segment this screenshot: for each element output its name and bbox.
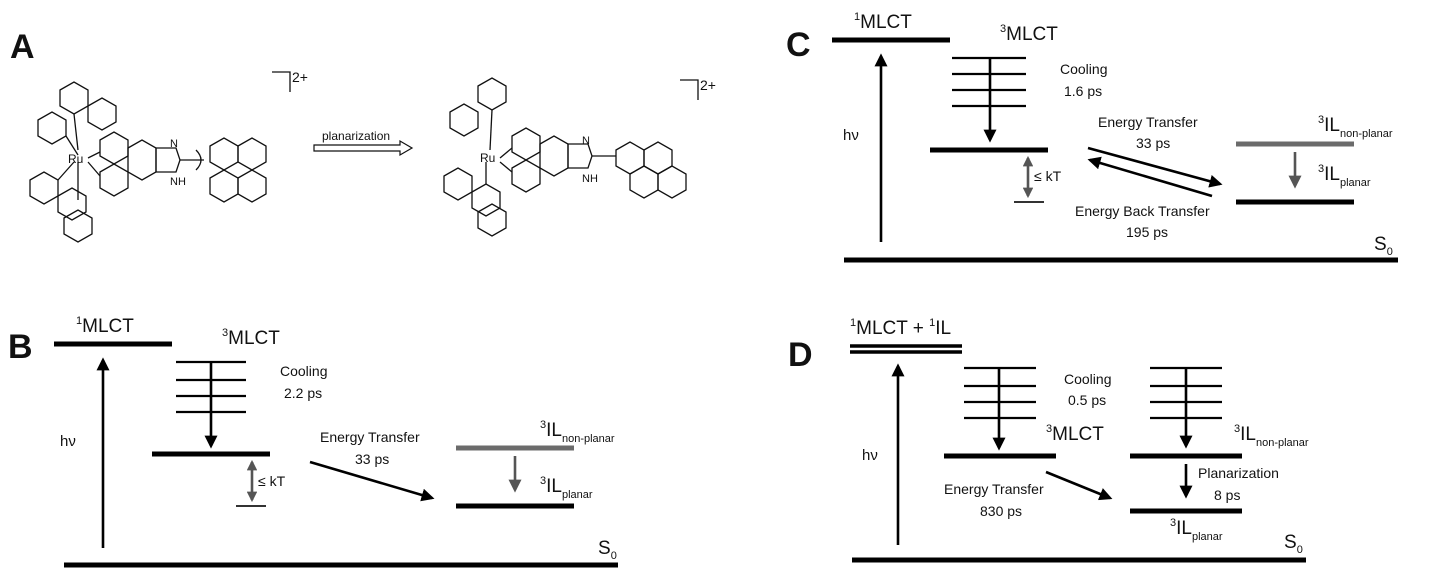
ru-atom-right: Ru (480, 151, 495, 165)
d-singlet-label: 1MLCT + 1IL (850, 317, 951, 339)
planarization-label: planarization (322, 129, 390, 143)
panel-b-letter: B (8, 328, 33, 366)
c-cooling-label: Cooling (1060, 61, 1107, 77)
d-hv-label: hν (862, 447, 878, 464)
ru-complex-twisted: Ru NH N 2+ (29, 69, 308, 243)
panel-c: C 1MLCT hν 3MLCT Cooling 1.6 ps ≤ kT Ene… (786, 11, 1398, 263)
panel-d: D 1MLCT + 1IL hν Cooling 0.5 ps 3MLCT En… (788, 317, 1309, 563)
d-transfer-arrow (1045, 470, 1113, 501)
c-hv-label: hν (843, 127, 859, 144)
c-transfer-label: Energy Transfer (1098, 114, 1198, 130)
planarization-arrow: planarization (313, 129, 414, 157)
n-label-right: N (582, 135, 590, 147)
d-triplet-mlct-label: 3MLCT (1046, 423, 1104, 445)
d-transfer-time: 830 ps (980, 503, 1022, 519)
c-singlet-mlct-label: 1MLCT (854, 11, 912, 33)
c-kt-label: ≤ kT (1034, 168, 1062, 184)
nh-label-right: NH (582, 173, 598, 185)
d-il-planar-label: 3ILplanar (1170, 517, 1223, 543)
panel-c-letter: C (786, 26, 811, 64)
charge-left: 2+ (292, 69, 308, 85)
b-il-nonplanar-label: 3ILnon-planar (540, 419, 615, 445)
c-back-transfer-arrow (1087, 156, 1213, 198)
b-il-planar-label: 3ILplanar (540, 475, 593, 501)
c-il-nonplanar-label: 3ILnon-planar (1318, 114, 1393, 140)
c-ground-label: S0 (1374, 234, 1393, 258)
nh-label-left: NH (170, 176, 186, 188)
b-triplet-mlct-label: 3MLCT (222, 327, 280, 349)
b-cooling-label: Cooling (280, 363, 327, 379)
d-cooling-time: 0.5 ps (1068, 392, 1106, 408)
ru-atom-left: Ru (68, 152, 83, 166)
n-label-left: N (170, 138, 178, 150)
c-il-planar-label: 3ILplanar (1318, 163, 1371, 189)
panel-b: B 1MLCT hν 3MLCT Cooling 2.2 ps ≤ kT Ene… (8, 315, 618, 568)
c-back-transfer-time: 195 ps (1126, 224, 1168, 240)
d-il-nonplanar-label: 3ILnon-planar (1234, 423, 1309, 449)
d-planarization-time: 8 ps (1214, 487, 1240, 503)
b-hv-label: hν (60, 433, 76, 450)
panel-d-letter: D (788, 336, 813, 374)
b-ground-label: S0 (598, 538, 617, 562)
charge-right: 2+ (700, 77, 716, 93)
c-transfer-arrow (1087, 146, 1223, 188)
b-cooling-time: 2.2 ps (284, 385, 322, 401)
b-kt-label: ≤ kT (258, 473, 286, 489)
d-transfer-label: Energy Transfer (944, 481, 1044, 497)
d-ground-label: S0 (1284, 532, 1303, 556)
c-triplet-mlct-label: 3MLCT (1000, 23, 1058, 45)
c-back-transfer-label: Energy Back Transfer (1075, 203, 1210, 219)
d-planarization-label: Planarization (1198, 465, 1279, 481)
c-cooling-time: 1.6 ps (1064, 83, 1102, 99)
b-transfer-arrow (309, 460, 435, 502)
panel-a: A (10, 28, 716, 243)
d-cooling-label: Cooling (1064, 371, 1111, 387)
ru-complex-planar: Ru NH N 2+ (443, 77, 716, 237)
b-transfer-label: Energy Transfer (320, 429, 420, 445)
b-transfer-time: 33 ps (355, 451, 389, 467)
panel-a-letter: A (10, 28, 35, 66)
b-singlet-mlct-label: 1MLCT (76, 315, 134, 337)
c-transfer-time: 33 ps (1136, 135, 1170, 151)
